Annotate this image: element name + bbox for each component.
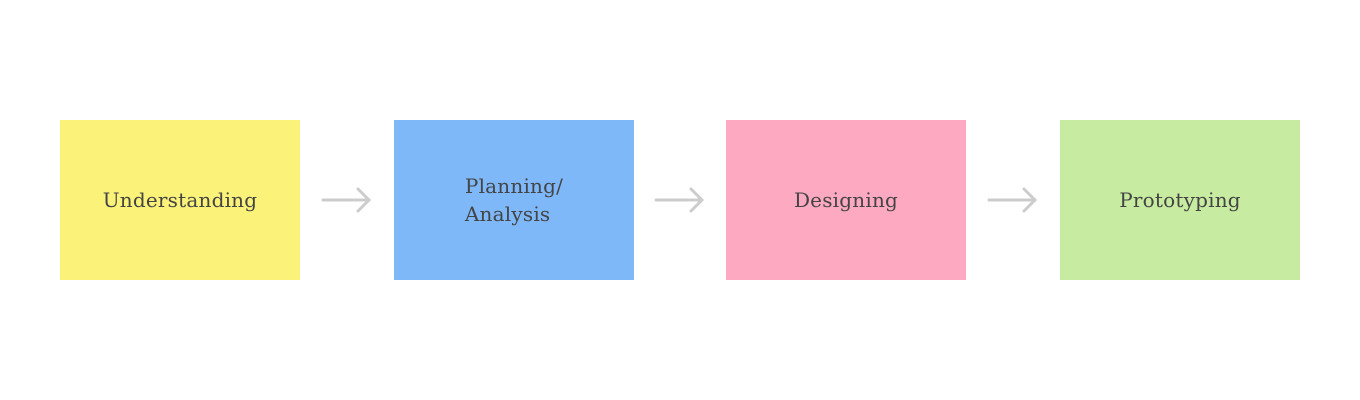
step-label: Prototyping xyxy=(1119,188,1241,212)
step-prototyping: Prototyping xyxy=(1060,120,1300,280)
arrow-right-icon xyxy=(986,186,1038,214)
step-label: Planning/ Analysis xyxy=(464,174,564,226)
arrow-right-icon xyxy=(653,186,705,214)
step-label: Designing xyxy=(793,188,899,212)
step-label: Understanding xyxy=(102,188,258,212)
step-understanding: Understanding xyxy=(60,120,300,280)
arrow-right-icon xyxy=(320,186,372,214)
step-planning-analysis: Planning/ Analysis xyxy=(394,120,634,280)
step-designing: Designing xyxy=(726,120,966,280)
